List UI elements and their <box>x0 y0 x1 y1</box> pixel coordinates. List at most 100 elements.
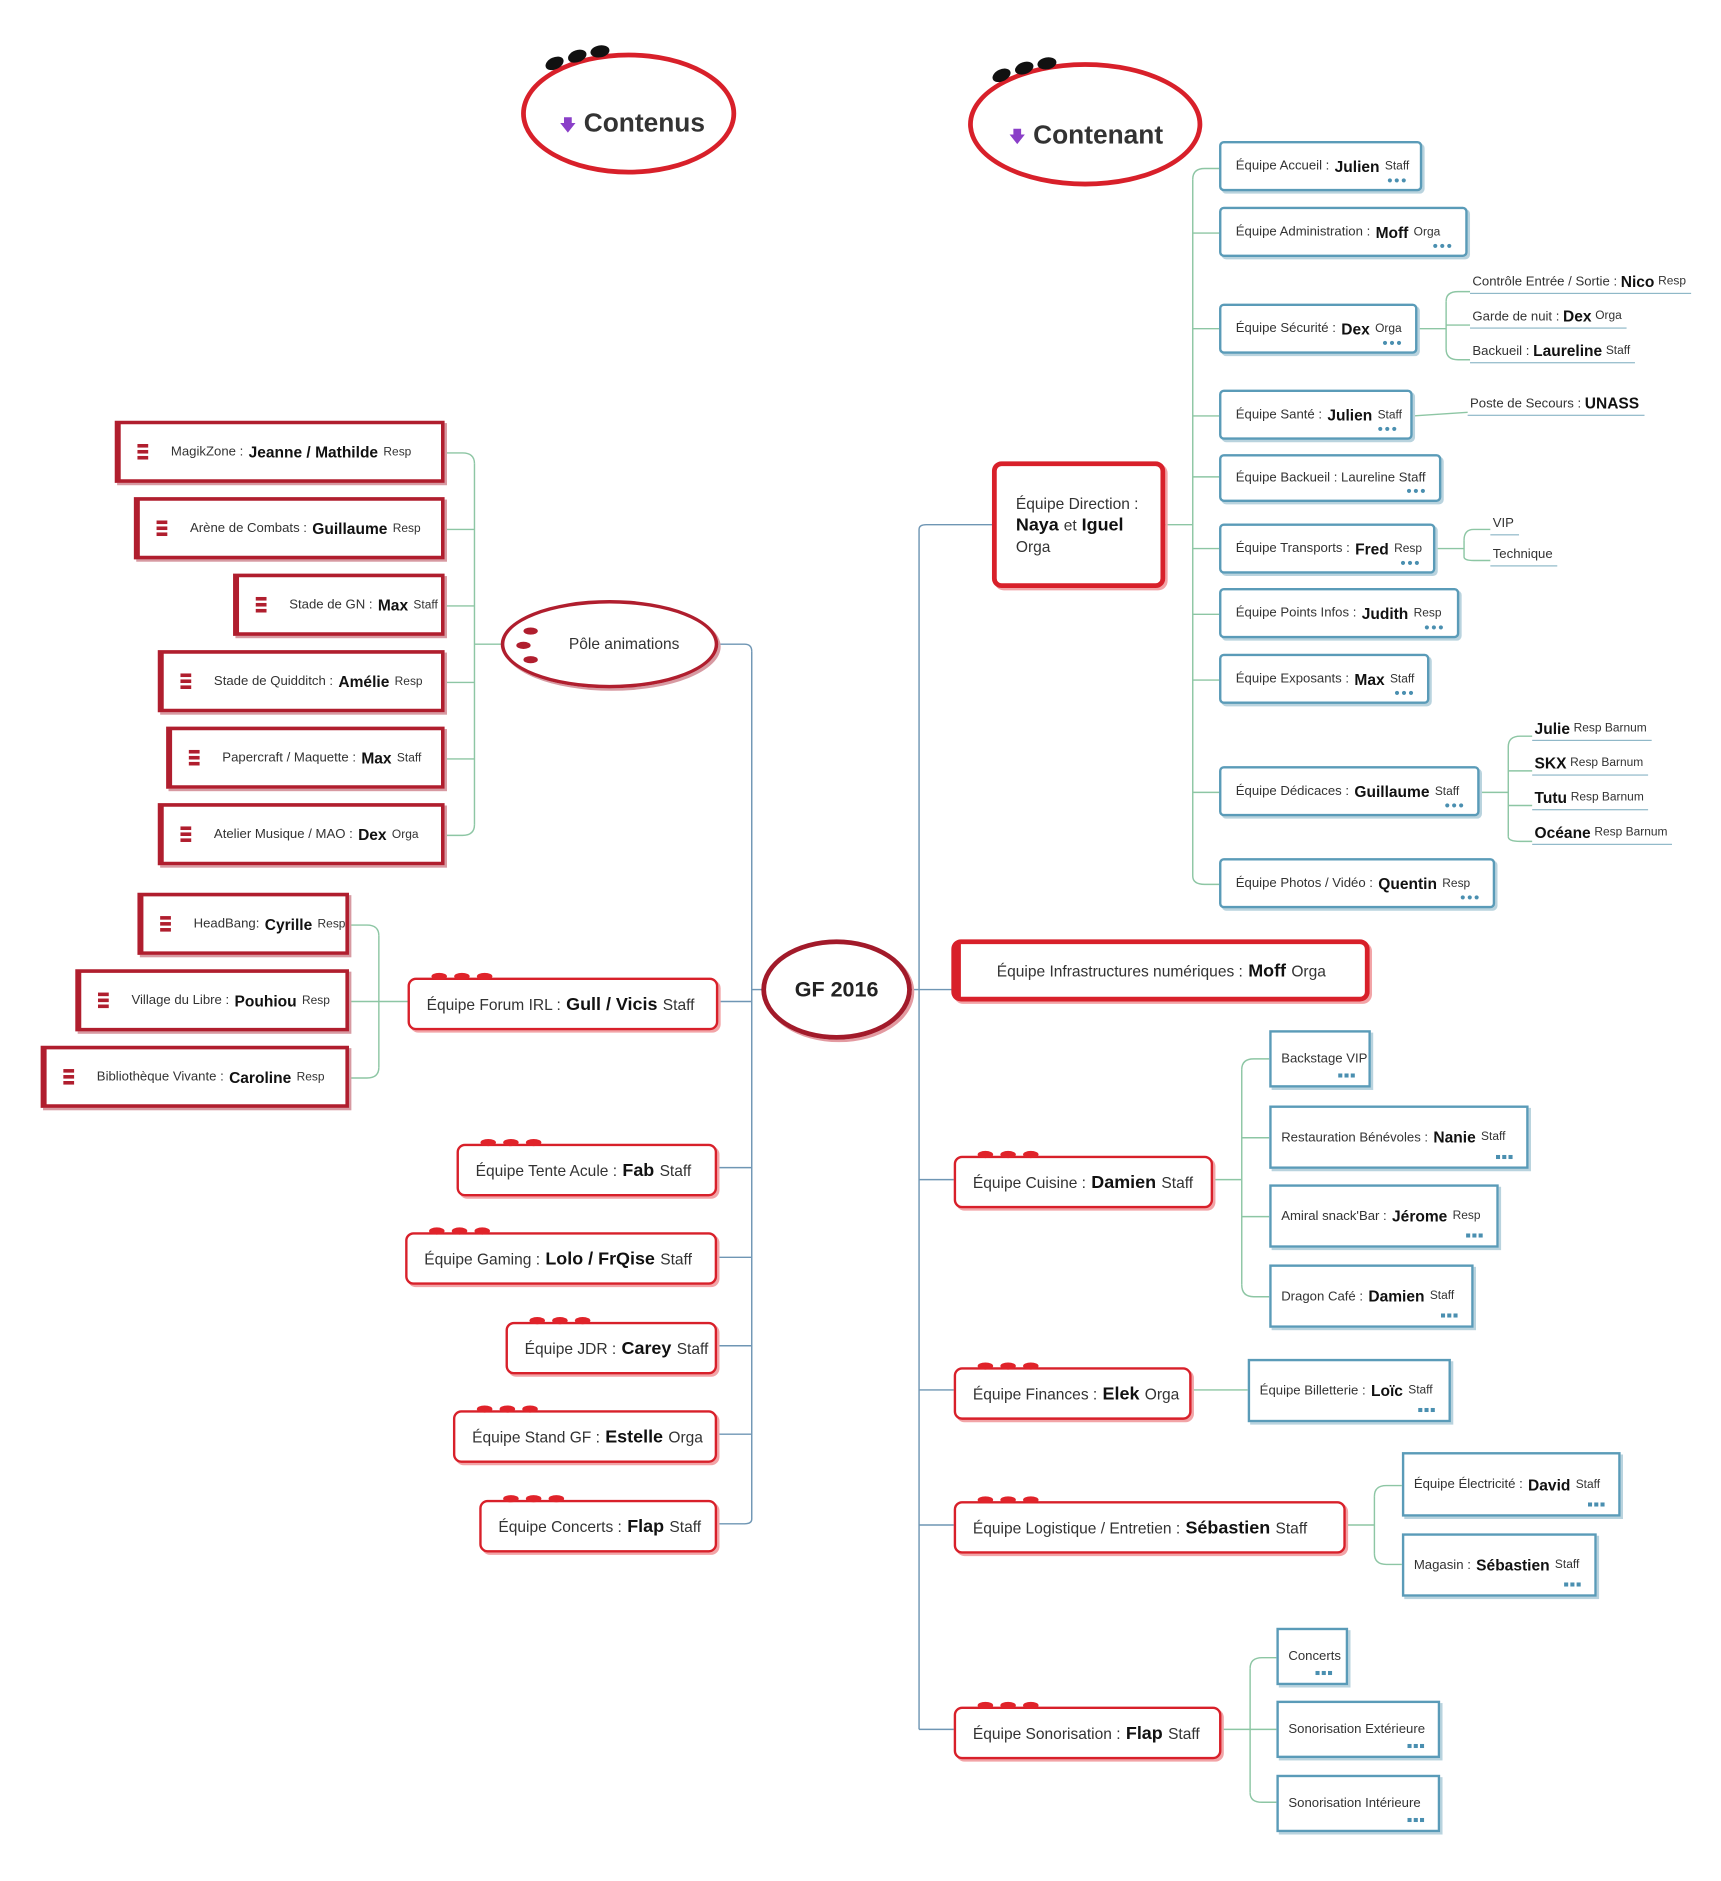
cuisine-team-box[interactable]: Équipe Cuisine : Damien Staff <box>953 1150 1214 1209</box>
more-dots-icon[interactable]: ●●● <box>1394 687 1416 698</box>
securite-leaf-label: Garde de nuit : <box>1472 308 1560 324</box>
finances-child-box[interactable]: Équipe Billetterie : Loïc Staff■■■ <box>1247 1358 1451 1423</box>
forum-child-box[interactable]: HeadBang: Cyrille Resp <box>137 892 349 955</box>
more-dots-icon[interactable]: ●●● <box>1444 799 1466 811</box>
direction-team-box[interactable]: Équipe Photos / Vidéo : Quentin Resp●●● <box>1219 858 1496 909</box>
animation-box[interactable]: MagikZone : Jeanne / Mathilde Resp <box>114 420 445 483</box>
more-squares-icon[interactable]: ■■■ <box>1337 1072 1357 1081</box>
sono-team-box[interactable]: Équipe Sonorisation : Flap Staff <box>953 1701 1222 1760</box>
collapse-dots-icon[interactable] <box>977 1496 1039 1506</box>
forum-child-box[interactable]: Bibliothèque Vivante : Caroline Resp <box>40 1045 349 1108</box>
logistique-team-box[interactable]: Équipe Logistique / Entretien : Sébastie… <box>953 1496 1346 1554</box>
infra-node[interactable]: Équipe Infrastructures numériques : Moff… <box>951 939 1370 1002</box>
forum-team-box[interactable]: Équipe Forum IRL : Gull / Vicis Staff <box>407 972 719 1031</box>
finances-team-box-role: Orga <box>1144 1384 1180 1403</box>
left-team-box[interactable]: Équipe Concerts : Flap Staff <box>479 1495 718 1553</box>
animation-box[interactable]: Stade de GN : Max Staff <box>233 573 445 636</box>
more-dots-icon[interactable]: ●●● <box>1406 485 1427 496</box>
sono-child-box[interactable]: Sonorisation Extérieure ■■■ <box>1276 1700 1441 1759</box>
forum-team-box-label: Équipe Forum IRL : <box>426 994 561 1013</box>
direction-team-box[interactable]: Équipe Santé : Julien Staff●●● <box>1219 389 1413 440</box>
collapse-dots-icon[interactable] <box>480 1138 542 1149</box>
securite-leaf[interactable]: Backueil : Laureline Staff <box>1470 342 1635 364</box>
dedicaces-leaf[interactable]: Océane Resp Barnum <box>1532 823 1673 845</box>
more-dots-icon[interactable]: ●●● <box>1459 891 1481 903</box>
left-team-box[interactable]: Équipe Gaming : Lolo / FrQise Staff <box>405 1227 718 1285</box>
sono-child-box[interactable]: Concerts■■■ <box>1276 1627 1349 1686</box>
securite-leaf-label: Contrôle Entrée / Sortie : <box>1472 274 1618 289</box>
more-squares-icon[interactable]: ■■■ <box>1465 1232 1485 1241</box>
center-node[interactable]: GF 2016 <box>761 939 912 1040</box>
sono-child-box[interactable]: Sonorisation Intérieure■■■ <box>1276 1774 1441 1833</box>
sante-leaf-name: UNASS <box>1584 394 1640 413</box>
more-dots-icon[interactable]: ●●● <box>1424 621 1445 633</box>
collapse-dots-icon[interactable] <box>429 1227 491 1237</box>
more-squares-icon[interactable]: ■■■ <box>1495 1153 1515 1162</box>
more-dots-icon[interactable]: ●●● <box>1386 174 1408 186</box>
left-team-box[interactable]: Équipe Stand GF : Estelle Orga <box>452 1405 718 1463</box>
more-squares-icon[interactable]: ■■■ <box>1407 1742 1426 1751</box>
direction-team-role: Staff <box>1434 784 1460 798</box>
direction-team-box[interactable]: Équipe Administration : Moff Orga●●● <box>1219 206 1468 257</box>
collapse-dots-icon[interactable] <box>503 1495 565 1505</box>
sono-child-box-label: Sonorisation Extérieure <box>1288 1722 1426 1737</box>
animation-box-name: Max <box>361 748 392 767</box>
forum-child-box[interactable]: Village du Libre : Pouhiou Resp <box>75 969 349 1032</box>
dedicaces-leaf-name: Julie <box>1534 719 1570 738</box>
collapse-dots-icon[interactable] <box>476 1405 538 1415</box>
animation-box[interactable]: Atelier Musique / MAO : Dex Orga <box>157 803 445 866</box>
finances-team-box[interactable]: Équipe Finances : Elek Orga <box>953 1362 1192 1420</box>
direction-team-box[interactable]: Équipe Dédicaces : Guillaume Staff●●● <box>1219 766 1480 817</box>
collapse-dots-icon[interactable] <box>977 1701 1039 1712</box>
collapse-dots-icon[interactable] <box>431 972 493 983</box>
logistique-child-box[interactable]: Magasin : Sébastien Staff■■■ <box>1401 1533 1597 1597</box>
securite-leaf[interactable]: Contrôle Entrée / Sortie : Nico Resp <box>1470 272 1691 295</box>
logistique-child-box[interactable]: Équipe Électricité : David Staff■■■ <box>1401 1452 1621 1517</box>
dedicaces-leaf[interactable]: Tutu Resp Barnum <box>1532 789 1649 811</box>
dedicaces-leaf[interactable]: Julie Resp Barnum <box>1532 719 1652 741</box>
direction-team-role: Orga <box>1375 322 1402 336</box>
more-dots-icon[interactable]: ●●● <box>1382 337 1404 348</box>
direction-team-label: Équipe Dédicaces : <box>1235 784 1350 799</box>
more-squares-icon[interactable]: ■■■ <box>1407 1816 1426 1825</box>
more-squares-icon[interactable]: ■■■ <box>1587 1501 1607 1510</box>
more-squares-icon[interactable]: ■■■ <box>1417 1406 1437 1416</box>
more-dots-icon[interactable]: ●●● <box>1400 556 1422 568</box>
more-dots-icon[interactable]: ●●● <box>1377 423 1399 434</box>
cuisine-child-box[interactable]: Backstage VIP■■■ <box>1269 1030 1371 1088</box>
finances-child-box-label: Équipe Billetterie : <box>1259 1383 1366 1398</box>
direction-team-box[interactable]: Équipe Transports : Fred Resp●●● <box>1219 523 1436 574</box>
cuisine-child-box[interactable]: Restauration Bénévoles : Nanie Staff■■■ <box>1269 1105 1529 1169</box>
more-squares-icon[interactable]: ■■■ <box>1440 1312 1460 1321</box>
direction-name-1: Naya <box>1015 514 1059 535</box>
dedicaces-leaf[interactable]: SKX Resp Barnum <box>1532 754 1649 776</box>
direction-team-box[interactable]: Équipe Points Infos : Judith Resp●●● <box>1219 588 1460 639</box>
cuisine-child-box[interactable]: Dragon Café : Damien Staff■■■ <box>1269 1264 1474 1328</box>
securite-leaf[interactable]: Garde de nuit : Dex Orga <box>1470 307 1627 329</box>
transports-leaf[interactable]: Technique <box>1490 545 1558 567</box>
collapse-dots-icon[interactable] <box>977 1150 1039 1161</box>
transports-leaf[interactable]: VIP <box>1490 514 1519 536</box>
animation-box-name: Jeanne / Mathilde <box>248 442 379 461</box>
cuisine-child-box[interactable]: Amiral snack'Bar : Jérome Resp■■■ <box>1269 1184 1499 1248</box>
direction-team-name: Moff <box>1375 222 1409 241</box>
sante-leaf[interactable]: Poste de Secours : UNASS <box>1467 394 1644 416</box>
direction-team-box[interactable]: Équipe Accueil : Julien Staff●●● <box>1219 141 1423 192</box>
left-team-box[interactable]: Équipe JDR : Carey Staff <box>505 1317 718 1375</box>
collapse-dots-icon[interactable] <box>977 1362 1039 1372</box>
more-squares-icon[interactable]: ■■■ <box>1563 1581 1583 1590</box>
animation-box[interactable]: Arène de Combats : Guillaume Resp <box>133 497 445 560</box>
animation-box[interactable]: Papercraft / Maquette : Max Staff <box>166 726 445 789</box>
more-squares-icon[interactable]: ■■■ <box>1315 1669 1334 1678</box>
direction-team-box[interactable]: Équipe Backueil : Laureline Staff●●● <box>1219 454 1442 502</box>
pole-animations-node[interactable]: Pôle animations <box>500 599 719 689</box>
animation-box[interactable]: Stade de Quidditch : Amélie Resp <box>157 650 445 713</box>
list-bars-icon <box>160 916 171 932</box>
more-dots-icon[interactable]: ●●● <box>1432 240 1454 251</box>
direction-team-box[interactable]: Équipe Sécurité : Dex Orga●●● <box>1219 303 1418 354</box>
direction-node[interactable]: Équipe Direction : Naya et Iguel Orga <box>991 461 1166 589</box>
direction-team-box[interactable]: Équipe Exposants : Max Staff●●● <box>1219 653 1430 704</box>
collapse-dots-icon[interactable] <box>529 1317 591 1327</box>
left-team-box[interactable]: Équipe Tente Acule : Fab Staff <box>456 1138 718 1197</box>
forum-team-box-role: Staff <box>662 994 695 1013</box>
